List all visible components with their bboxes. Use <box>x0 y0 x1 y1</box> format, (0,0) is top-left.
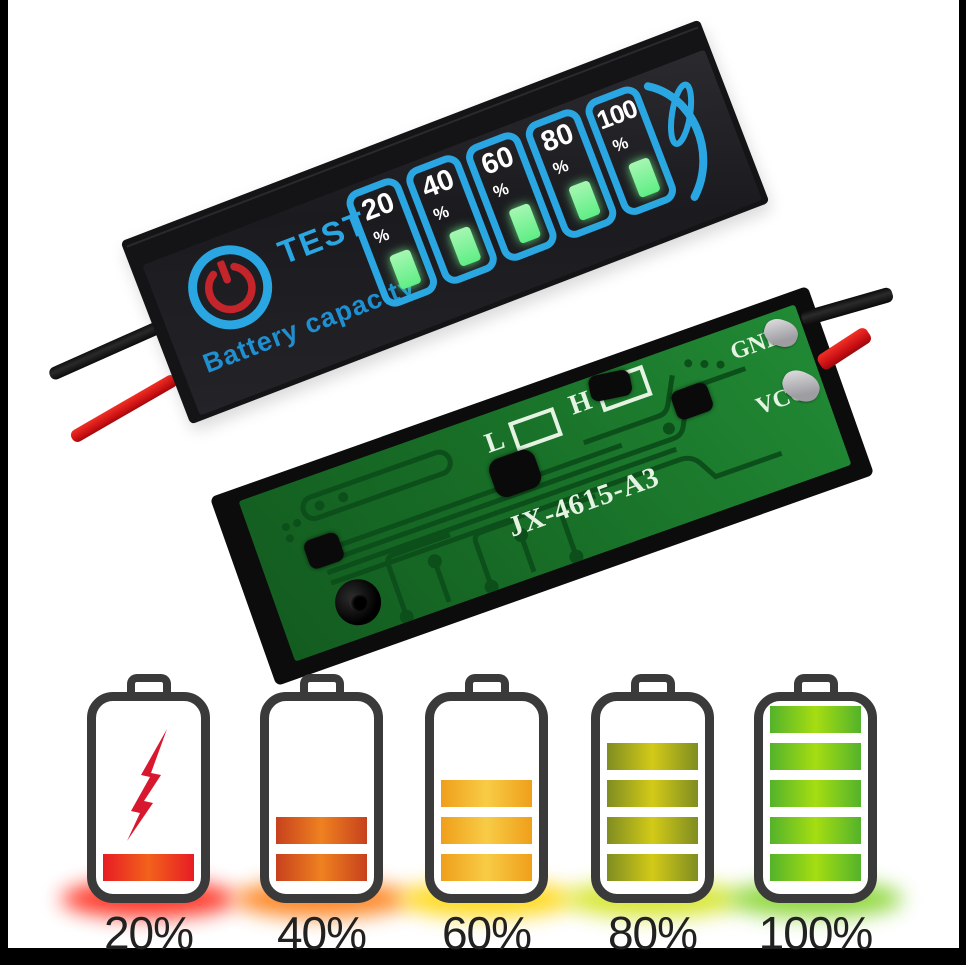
frame-bottom <box>0 948 966 965</box>
charge-bars <box>103 854 194 881</box>
charge-bars <box>607 743 698 881</box>
charge-bar <box>276 817 367 844</box>
legend-battery-20: 20% <box>61 674 236 960</box>
cell-value: 80 <box>536 117 579 159</box>
led-indicator <box>567 179 602 222</box>
charge-bars <box>770 706 861 881</box>
charge-bar <box>607 817 698 844</box>
charge-bar <box>607 743 698 770</box>
red-wire-front <box>68 372 180 445</box>
battery-body <box>87 692 210 903</box>
cell-unit: % <box>609 132 631 157</box>
legend-label: 60% <box>441 907 532 959</box>
cell-value: 40 <box>417 163 459 205</box>
charge-bar <box>770 817 861 844</box>
power-glyph-icon <box>204 259 256 314</box>
power-button-icon <box>175 233 285 342</box>
charge-bar <box>770 854 861 881</box>
charge-bar <box>441 854 532 881</box>
pcb-traces <box>281 359 783 624</box>
module-face: TEST Battery capacity 20 % 40 % 60 % <box>142 49 763 416</box>
cell-unit: % <box>430 201 452 225</box>
charge-bar <box>607 854 698 881</box>
led-indicator <box>627 156 662 199</box>
charge-bar <box>103 854 194 881</box>
cell-value: 60 <box>476 140 519 182</box>
charge-bars <box>441 780 532 881</box>
led-indicator <box>448 225 482 268</box>
battery-body <box>754 692 877 903</box>
led-indicator <box>388 248 423 291</box>
legend-battery-80: 80% <box>565 674 740 960</box>
battery-gauge: 20 % 40 % 60 % 80 % <box>342 82 681 311</box>
black-wire-front <box>47 319 166 382</box>
charge-bar <box>276 854 367 881</box>
legend-label: 100% <box>758 907 874 959</box>
legend-label: 20% <box>103 907 194 959</box>
legend-battery-100: 100% <box>728 674 903 960</box>
cell-value: 20 <box>357 186 399 228</box>
charge-bar <box>770 706 861 733</box>
legend-battery-40: 40% <box>234 674 409 960</box>
charge-bar <box>607 780 698 807</box>
cell-value: 100 <box>592 93 642 136</box>
legend-battery-60: 60% <box>399 674 574 960</box>
legend-label: 80% <box>607 907 698 959</box>
led-indicator <box>508 202 542 245</box>
charge-bar <box>441 817 532 844</box>
cell-unit: % <box>370 224 392 248</box>
lightning-icon <box>126 729 167 841</box>
frame-left <box>0 0 8 965</box>
pcb-board-back: L H GND. VCC JX-4615-A3 <box>238 304 852 662</box>
cell-unit: % <box>550 155 572 179</box>
charge-bars <box>276 817 367 881</box>
charge-bar <box>770 780 861 807</box>
charge-bar <box>441 780 532 807</box>
charge-bar <box>770 743 861 770</box>
legend-label: 40% <box>276 907 367 959</box>
battery-body <box>425 692 548 903</box>
battery-terminal-icon <box>643 81 708 201</box>
indicator-module-front: TEST Battery capacity 20 % 40 % 60 % <box>120 19 770 425</box>
cell-unit: % <box>490 178 512 202</box>
frame-right <box>959 0 966 965</box>
battery-body <box>260 692 383 903</box>
battery-body <box>591 692 714 903</box>
